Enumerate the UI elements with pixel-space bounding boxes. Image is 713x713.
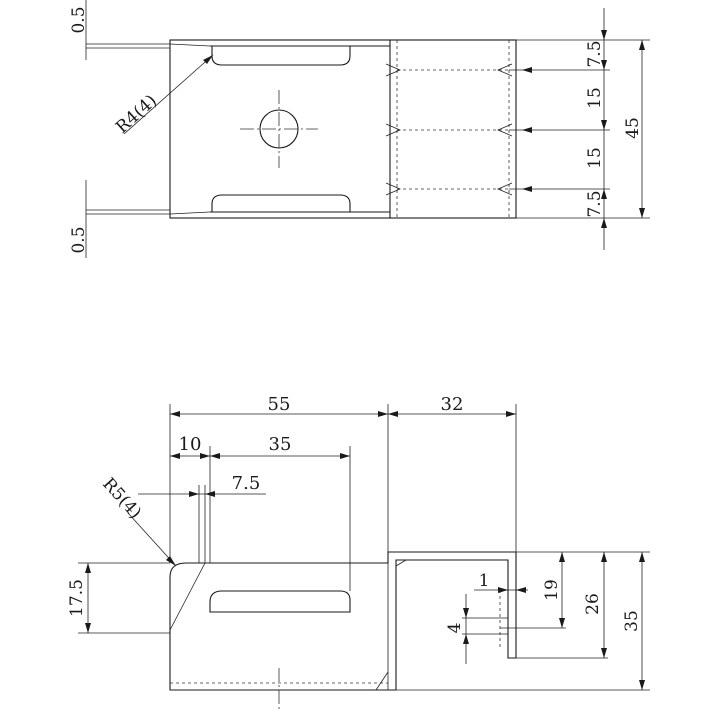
side-view-arrow-7-5-left: [189, 491, 199, 497]
side-view-label-32: 32: [441, 394, 464, 415]
top-view-chevrons: [385, 63, 513, 196]
side-view-label-17-5: 17.5: [67, 579, 87, 617]
side-view-arrow-26-bottom: [601, 648, 607, 658]
top-view-label-seg-4: 7.5: [585, 190, 605, 217]
side-view-slant-left: [169, 562, 206, 631]
side-view-arrow-17-5-top: [85, 563, 91, 573]
top-view-taper-bottom: [169, 211, 211, 215]
side-view-label-35-total: 35: [622, 610, 642, 632]
side-view-arrow-35-bottom: [639, 680, 645, 690]
side-view-leader-radius: [127, 512, 177, 567]
top-view-label-seg-3: 15: [585, 147, 605, 169]
side-view-label-radius: R5(4): [98, 474, 145, 523]
top-view-slot-bottom: [211, 194, 351, 213]
top-view-label-total-height: 45: [623, 117, 643, 139]
top-view-arrow-total-top: [639, 40, 645, 50]
side-view-arrow-1-left: [498, 587, 508, 593]
side-view-label-1: 1: [479, 571, 490, 591]
side-view-arrow-10-left: [170, 453, 180, 459]
top-view-leader-radius: [123, 54, 214, 135]
top-view-arrow-chain-1: [601, 30, 607, 40]
side-view-label-35: 35: [269, 434, 292, 455]
side-view-arrow-4-top: [463, 608, 469, 618]
side-view-arrow-32-right: [506, 411, 516, 417]
top-view-arrow-row-2: [522, 127, 532, 133]
top-view-label-gap-top: 0.5: [69, 6, 89, 33]
top-view-taper-top: [169, 43, 211, 47]
side-view-label-19: 19: [542, 579, 562, 601]
side-view: 55 32 10 35 7.5 R5(4) 17.5: [67, 394, 650, 712]
top-view-arrow-chain-5: [601, 218, 607, 228]
side-view-label-10: 10: [179, 434, 202, 455]
top-view-plate-outline: [169, 39, 517, 219]
top-view-arrow-chain-3: [601, 120, 607, 130]
side-view-slot: [209, 590, 351, 613]
side-view-arrow-1-right: [516, 587, 526, 593]
side-view-label-55: 55: [268, 394, 291, 415]
side-view-body-outline: [169, 551, 517, 691]
side-view-arrow-55-right: [378, 411, 388, 417]
side-view-arrow-32-left: [388, 411, 398, 417]
top-view-arrow-chain-4: [601, 189, 607, 199]
top-view-arrow-row-1: [522, 67, 532, 73]
top-view-label-radius: R4(4): [112, 91, 161, 138]
side-view-arrow-4-bottom: [463, 634, 469, 644]
side-view-arrow-7-5-right: [205, 491, 215, 497]
side-view-arrow-35-right: [340, 453, 350, 459]
top-view-arrow-chain-2: [601, 60, 607, 70]
side-view-label-4: 4: [445, 623, 465, 634]
side-view-arrow-55-left: [170, 411, 180, 417]
side-view-arrow-17-5-bottom: [85, 623, 91, 633]
side-view-arrow-35-left: [210, 453, 220, 459]
side-view-slant-top: [395, 559, 407, 567]
side-view-label-26: 26: [583, 593, 603, 615]
top-view-label-seg-1: 7.5: [585, 40, 605, 67]
top-view-label-gap-bottom: 0.5: [69, 226, 89, 253]
side-view-slant-bottom: [375, 671, 389, 691]
side-view-arrow-35-top: [639, 552, 645, 562]
side-view-arrow-19-bottom: [559, 618, 565, 628]
side-view-arrow-10-right: [200, 453, 210, 459]
top-view-label-seg-2: 15: [585, 87, 605, 109]
top-view-slot-top: [211, 45, 351, 66]
side-view-arrow-19-top: [559, 552, 565, 562]
top-view: 0.5 0.5 R4(4) 7.5 15 15 7.5 45: [69, 0, 650, 258]
top-view-arrow-total-bottom: [639, 208, 645, 218]
top-view-arrow-row-3: [522, 186, 532, 192]
top-view-leader-arrowhead: [203, 55, 213, 64]
side-view-label-7-5: 7.5: [232, 473, 261, 494]
side-view-leader-arrowhead: [166, 556, 176, 566]
side-view-arrow-26-top: [601, 552, 607, 562]
